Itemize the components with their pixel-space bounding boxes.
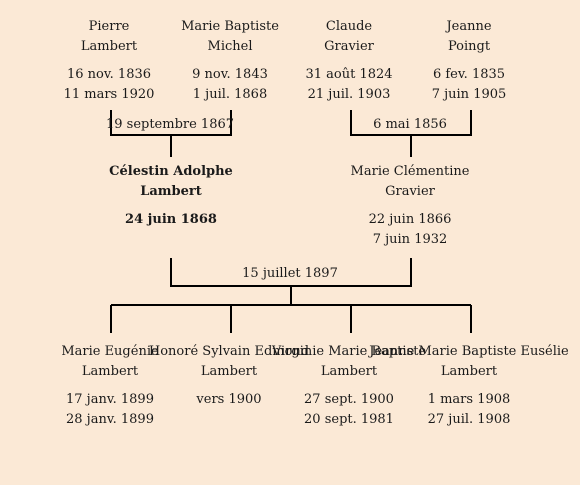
birth-date: 17 janv. 1899 — [66, 392, 154, 407]
birth-date: 16 nov. 1836 — [66, 67, 152, 82]
last-name: Michel — [207, 39, 253, 54]
death-date: 20 sept. 1981 — [304, 412, 394, 427]
birth-date: 24 juin 1868 — [125, 212, 217, 227]
marriage-date-maternal: 6 mai 1856 — [373, 117, 447, 132]
birth-date: 1 mars 1908 — [427, 392, 511, 407]
first-name: Marie Baptiste — [181, 19, 279, 34]
first-name: Pierre — [88, 19, 130, 34]
person-pierre-lambert: Pierre Lambert 16 nov. 1836 11 mars 1920 — [64, 17, 155, 105]
person-claude-gravier: Claude Gravier 31 août 1824 21 juil. 190… — [305, 17, 392, 105]
first-name: Marie Clémentine — [350, 164, 470, 179]
first-name: Célestin Adolphe — [109, 164, 233, 179]
birth-date: 22 juin 1866 — [368, 212, 452, 227]
last-name: Lambert — [140, 184, 202, 199]
marriage-date-paternal: 19 septembre 1867 — [105, 117, 235, 132]
person-child-virginie-marie-baptiste: Virginie Marie Baptiste Lambert 27 sept.… — [272, 342, 426, 430]
first-name: Jeanne — [446, 19, 492, 34]
person-child-honore-sylvain-edmond: Honoré Sylvain Edmond Lambert vers 1900 — [149, 342, 309, 410]
last-name: Gravier — [385, 184, 435, 199]
person-marie-baptiste-michel: Marie Baptiste Michel 9 nov. 1843 1 juil… — [181, 17, 279, 105]
first-name: Jeanne Marie Baptiste Eusélie — [369, 344, 569, 359]
last-name: Gravier — [324, 39, 374, 54]
birth-date: 6 fev. 1835 — [432, 67, 506, 82]
birth-date: 27 sept. 1900 — [304, 392, 394, 407]
first-name: Virginie Marie Baptiste — [271, 344, 427, 359]
person-jeanne-poingt: Jeanne Poingt 6 fev. 1835 7 juin 1905 — [432, 17, 507, 105]
first-name: Marie Eugénie — [61, 344, 159, 359]
person-child-marie-eugenie: Marie Eugénie Lambert 17 janv. 1899 28 j… — [61, 342, 158, 430]
last-name: Lambert — [320, 364, 378, 379]
first-name: Honoré Sylvain Edmond — [148, 344, 310, 359]
last-name: Lambert — [81, 364, 139, 379]
last-name: Lambert — [80, 39, 138, 54]
first-name: Claude — [325, 19, 373, 34]
birth-date: 9 nov. 1843 — [192, 67, 268, 82]
person-marie-clementine-gravier: Marie Clémentine Gravier 22 juin 1866 7 … — [351, 162, 470, 250]
death-date: 28 janv. 1899 — [66, 412, 154, 427]
death-date: 27 juil. 1908 — [427, 412, 511, 427]
last-name: Lambert — [440, 364, 498, 379]
last-name: Poingt — [447, 39, 491, 54]
death-date: 1 juil. 1868 — [192, 87, 268, 102]
death-date: 7 juin 1905 — [431, 87, 507, 102]
birth-date: 31 août 1824 — [305, 67, 393, 82]
marriage-date-parents: 15 juillet 1897 — [242, 266, 338, 281]
person-child-jeanne-marie-baptiste-eusélie: Jeanne Marie Baptiste Eusélie Lambert 1 … — [369, 342, 568, 430]
birth-date: vers 1900 — [196, 392, 262, 407]
death-date: 21 juil. 1903 — [307, 87, 391, 102]
person-celestin-adolphe-lambert: Célestin Adolphe Lambert 24 juin 1868 — [109, 162, 233, 230]
last-name: Lambert — [200, 364, 258, 379]
death-date: 7 juin 1932 — [372, 232, 448, 247]
death-date: 11 mars 1920 — [63, 87, 155, 102]
